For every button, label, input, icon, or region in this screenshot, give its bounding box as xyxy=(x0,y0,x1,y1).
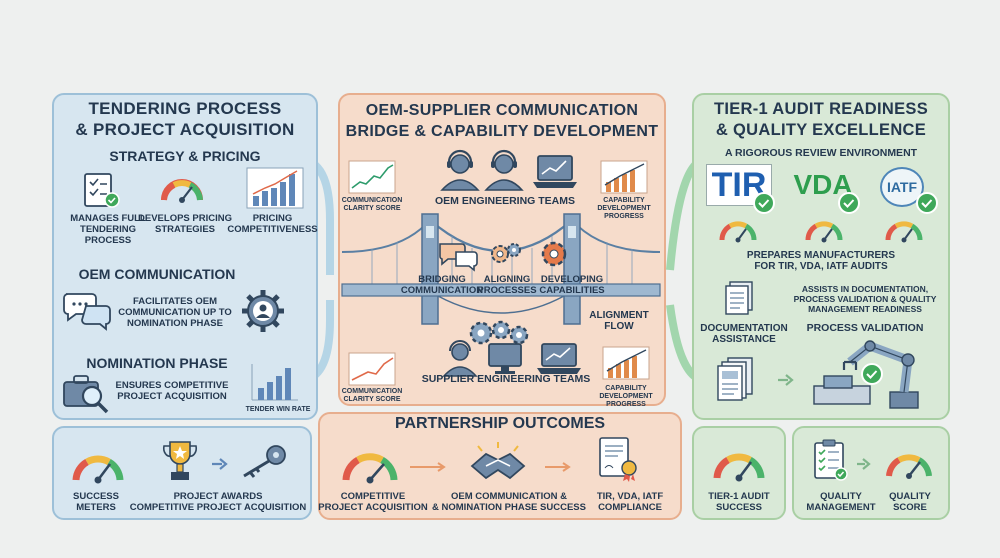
tender-win-rate-label: TENDER WIN RATE xyxy=(245,406,311,413)
documentation-assistance-label: DOCUMENTATION ASSISTANCE xyxy=(700,323,788,345)
tir-check-icon xyxy=(753,192,775,214)
supplier-monitor-icon xyxy=(488,343,522,374)
robot-arm-icon xyxy=(813,340,919,409)
tir-gauge-icon xyxy=(719,221,757,243)
oem-engineer-icon-2 xyxy=(484,149,524,191)
capability-chart-top xyxy=(600,160,648,194)
audit-success-panel xyxy=(692,426,786,520)
oem-nomination-success-label: OEM COMMUNICATION & & NOMINATION PHASE S… xyxy=(432,491,586,513)
briefcase-search-icon xyxy=(63,375,109,414)
ensures-competitive-label: ENSURES COMPETITIVE PROJECT ACQUISITION xyxy=(115,380,229,402)
tir-logo: TIR xyxy=(706,164,772,206)
develops-pricing-label: DEVELOPS PRICING STRATEGIES xyxy=(138,213,232,235)
process-validation-label: PROCESS VALIDATION xyxy=(806,322,924,334)
quality-clipboard-icon xyxy=(814,439,848,481)
capability-progress-bottom-label: CAPABILITY DEVELOPMENT PROGRESS xyxy=(599,385,653,408)
supplier-engineer-icon xyxy=(442,340,478,377)
assists-documentation-label: ASSISTS IN DOCUMENTATION, PROCESS VALIDA… xyxy=(793,284,937,314)
oem-laptop-icon xyxy=(533,155,577,188)
quality-score-label: QUALITY SCORE xyxy=(889,491,931,513)
success-gauge-icon xyxy=(72,455,124,484)
trophy-icon xyxy=(162,441,198,480)
partnership-outcomes-title: PARTNERSHIP OUTCOMES xyxy=(394,415,606,432)
oem-teams-label: OEM ENGINEERING TEAMS xyxy=(434,195,575,207)
oem-engineer-icon-1 xyxy=(440,149,480,191)
strategy-heading: STRATEGY & PRICING xyxy=(109,148,261,164)
arrow-right-icon xyxy=(778,374,794,386)
capability-progress-top-label: CAPABILITY DEVELOPMENT PROGRESS xyxy=(597,197,651,220)
clarity-line-chart-bottom xyxy=(348,352,396,386)
competitive-acquisition-label: COMPETITIVE PROJECT ACQUISITION xyxy=(318,491,428,513)
audit-success-gauge-icon xyxy=(713,453,765,482)
oem-communication-heading: OEM COMMUNICATION xyxy=(78,266,236,282)
developing-gear-icon xyxy=(541,241,567,267)
tendering-title: TENDERING PROCESS & PROJECT ACQUISITION xyxy=(75,99,295,139)
quality-management-label: QUALITY MANAGEMENT xyxy=(806,491,876,513)
documents-icon xyxy=(725,281,753,315)
gear-person-icon xyxy=(242,290,284,332)
speech-bubbles-icon xyxy=(63,293,111,331)
checklist-icon xyxy=(84,173,120,208)
pricing-gauge-icon xyxy=(161,179,203,203)
clarity-line-chart-top xyxy=(348,160,396,194)
quality-score-gauge-icon xyxy=(886,454,932,479)
nomination-heading: NOMINATION PHASE xyxy=(86,355,228,371)
clarity-score-bottom-label: COMMUNICATION CLARITY SCORE xyxy=(341,388,403,403)
audit-title: TIER-1 AUDIT READINESS & QUALITY EXCELLE… xyxy=(713,100,929,139)
vda-check-icon xyxy=(838,192,860,214)
arrow-right-icon-5 xyxy=(857,458,871,470)
tendering-panel xyxy=(52,93,318,420)
competitive-gauge-icon xyxy=(342,453,398,484)
manages-tendering-label: MANAGES FULL TENDERING PROCESS xyxy=(70,213,146,246)
iatf-gauge-icon xyxy=(885,221,923,243)
vda-gauge-icon xyxy=(805,221,843,243)
pricing-competitiveness-label: PRICING COMPETITIVENESS xyxy=(227,213,318,235)
developing-capabilities-label: DEVELOPING CAPABILITIES xyxy=(539,274,605,296)
supplier-teams-label: SUPPLIER ENGINEERING TEAMS xyxy=(421,373,591,385)
tender-win-rate-chart xyxy=(251,364,298,401)
supplier-laptop-icon xyxy=(537,343,581,374)
project-awards-label: PROJECT AWARDS COMPETITIVE PROJECT ACQUI… xyxy=(129,491,307,513)
capability-chart-bottom xyxy=(602,346,650,380)
certificate-icon xyxy=(599,437,637,482)
compliance-label: TIR, VDA, IATF COMPLIANCE xyxy=(596,491,664,513)
bridging-communication-label: BRIDGING COMMUNICATION xyxy=(400,274,484,296)
supplier-gears-icon xyxy=(469,320,529,345)
facilitates-oem-label: FACILITATES OEM COMMUNICATION UP TO NOMI… xyxy=(118,296,232,329)
bridge-illustration xyxy=(341,213,661,325)
pricing-bar-chart-icon xyxy=(246,167,304,209)
reports-stack-icon xyxy=(717,357,753,401)
arrow-right-icon-3 xyxy=(410,462,446,472)
prepares-manufacturers-label: PREPARES MANUFACTURERS FOR TIR, VDA, IAT… xyxy=(746,250,896,272)
success-meters-label: SUCCESS METERS xyxy=(73,491,119,513)
alignment-flow-label: ALIGNMENT FLOW xyxy=(589,310,649,332)
key-icon xyxy=(243,445,286,478)
aligning-gears-icon xyxy=(491,243,521,263)
review-environment-label: A RIGOROUS REVIEW ENVIRONMENT xyxy=(724,147,918,159)
audit-success-label: TIER-1 AUDIT SUCCESS xyxy=(708,491,770,513)
arrow-right-icon-2 xyxy=(212,458,228,470)
chat-bubbles-icon xyxy=(439,243,478,272)
aligning-processes-label: ALIGNING PROCESSES xyxy=(477,274,537,296)
handshake-icon xyxy=(470,442,526,480)
arrow-right-icon-4 xyxy=(545,462,571,472)
iatf-check-icon xyxy=(916,192,938,214)
clarity-score-top-label: COMMUNICATION CLARITY SCORE xyxy=(341,197,403,212)
bridge-title: OEM-SUPPLIER COMMUNICATION BRIDGE & CAPA… xyxy=(345,102,659,140)
